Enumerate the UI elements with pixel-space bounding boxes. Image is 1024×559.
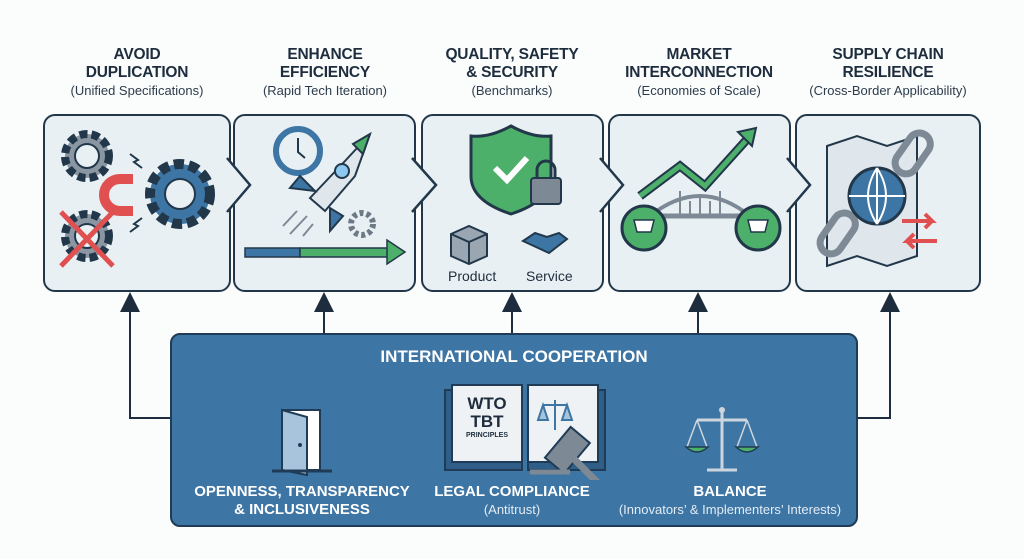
open-door-icon <box>272 408 332 477</box>
benefit-card-avoid-duplication <box>43 114 231 292</box>
bridge-carts-icon <box>620 126 782 252</box>
product-label: Product <box>448 268 497 284</box>
book-gavel-icon <box>444 384 606 480</box>
pillar-balance: BALANCE (Innovators’ & Implementers’ Int… <box>618 483 842 517</box>
pillar-legal-compliance: LEGAL COMPLIANCE (Antitrust) <box>434 483 590 517</box>
book-label: WTO TBT PRINCIPLES <box>465 394 508 440</box>
benefit-card-supply-chain <box>795 114 981 292</box>
benefit-title-market-interconnection: MARKET INTERCONNECTION (Economies of Sca… <box>625 46 773 98</box>
rocket-clock-icon <box>244 126 407 266</box>
gears-magnet-icon <box>59 130 215 268</box>
shield-lock-icon <box>450 124 569 266</box>
benefit-title-quality-safety: QUALITY, SAFETY & SECURITY (Benchmarks) <box>445 46 579 98</box>
cooperation-title: INTERNATIONAL COOPERATION <box>380 347 648 366</box>
international-cooperation-panel: INTERNATIONAL COOPERATION WTO TBT PRINCI… <box>170 333 858 527</box>
benefit-card-market-interconnection <box>608 114 791 292</box>
benefit-title-avoid-duplication: AVOID DUPLICATION (Unified Specification… <box>70 46 204 98</box>
service-label: Service <box>526 268 573 284</box>
pillar-openness: OPENNESS, TRANSPARENCY & INCLUSIVENESS <box>194 483 410 518</box>
scales-icon <box>684 407 760 472</box>
benefit-title-supply-chain: SUPPLY CHAIN RESILIENCE (Cross-Border Ap… <box>809 46 967 98</box>
chevron-connectors <box>226 157 812 213</box>
benefit-title-enhance-efficiency: ENHANCE EFFICIENCY (Rapid Tech Iteration… <box>262 46 388 98</box>
globe-chain-icon <box>816 129 937 268</box>
benefit-card-quality-safety: Product Service <box>421 114 604 292</box>
